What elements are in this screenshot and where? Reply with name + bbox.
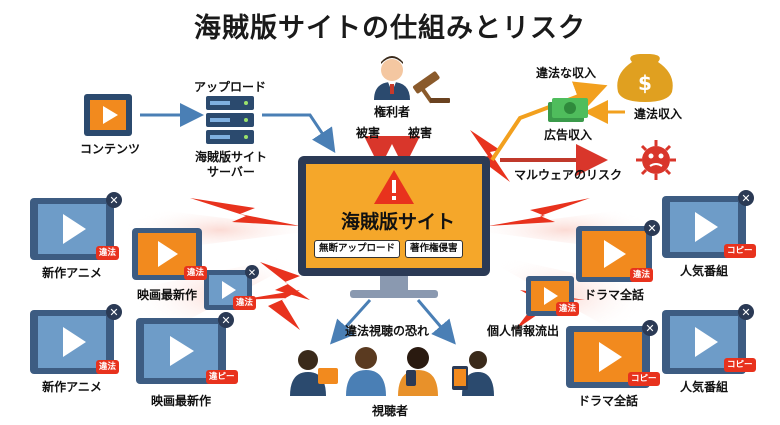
banknote-icon <box>548 98 588 122</box>
tag-copyright-infringement: 著作権侵害 <box>405 240 463 258</box>
video-thumb-left-1: ✕ <box>30 192 122 260</box>
svg-text:$: $ <box>638 71 652 95</box>
svg-text:✕: ✕ <box>741 306 750 319</box>
badge-illegal: 違法 <box>184 266 208 280</box>
harm-left-label: 被害 <box>355 126 380 140</box>
badge-illegal: 違法 <box>96 360 120 374</box>
svg-text:✕: ✕ <box>109 194 118 207</box>
video-left-2-label: 映画最新作 <box>136 288 197 302</box>
server-label: 海賊版サイト サーバー <box>194 150 267 179</box>
svg-text:✕: ✕ <box>741 192 750 205</box>
content-label: コンテンツ <box>79 142 140 156</box>
malware-label: マルウェアのリスク <box>513 168 622 182</box>
badge-illegal: 違法 <box>233 296 257 310</box>
server-icon <box>206 96 254 144</box>
page-title: 海賊版サイトの仕組みとリスク <box>194 13 586 44</box>
svg-text:✕: ✕ <box>647 222 656 235</box>
badge-illegal: 違法 <box>630 268 654 282</box>
video-thumb-right-4: ✕ <box>566 320 658 388</box>
video-left-4-label: 映画最新作 <box>150 394 211 408</box>
badge-illegal: 違法 <box>96 246 120 260</box>
video-right-4-label: ドラマ全話 <box>577 394 638 408</box>
video-left-1-label: 新作アニメ <box>42 266 102 280</box>
illegal-income-top-label: 違法な収入 <box>535 66 596 80</box>
gavel-icon <box>413 71 450 104</box>
viewers-icon <box>290 347 494 396</box>
ad-income-label: 広告収入 <box>543 128 592 142</box>
judge-icon <box>374 56 410 100</box>
upload-label: アップロード <box>193 80 266 94</box>
harm-right-label: 被害 <box>407 126 432 140</box>
illegal-income-label: 違法収入 <box>633 107 682 121</box>
video-right-1-label: 人気番組 <box>679 264 728 278</box>
video-right-3-label: 人気番組 <box>679 380 728 394</box>
video-thumb-left-4: ✕ <box>136 312 234 384</box>
svg-text:✕: ✕ <box>221 314 230 327</box>
viewers-label: 視聴者 <box>371 404 408 418</box>
money-bag-icon: $ <box>617 54 673 102</box>
badge-copy: コピー <box>724 358 756 372</box>
warning-icon <box>374 170 414 204</box>
svg-text:✕: ✕ <box>645 322 654 335</box>
svg-text:✕: ✕ <box>248 268 256 279</box>
viewing-risk-label: 違法視聴の恐れ <box>344 324 429 338</box>
virus-icon <box>636 140 676 180</box>
rights-holder-label: 権利者 <box>373 105 410 119</box>
site-title: 海賊版サイト <box>340 211 455 233</box>
video-thumb-left-3: ✕ <box>30 304 122 374</box>
badge-illegal: 違法 <box>556 302 580 316</box>
badge-copy: コピー <box>724 244 756 258</box>
info-leak-label: 個人情報流出 <box>486 324 559 338</box>
badge-copy: コピー <box>628 372 660 386</box>
tag-unauthorized-upload: 無断アップロード <box>314 240 401 258</box>
badge-illegal-copy: 違ピー <box>206 370 238 384</box>
video-right-2-label: ドラマ全話 <box>583 288 644 302</box>
video-left-3-label: 新作アニメ <box>42 380 102 394</box>
video-thumb-right-1: ✕ <box>662 190 754 258</box>
svg-text:✕: ✕ <box>109 306 118 319</box>
film-icon <box>84 94 132 136</box>
